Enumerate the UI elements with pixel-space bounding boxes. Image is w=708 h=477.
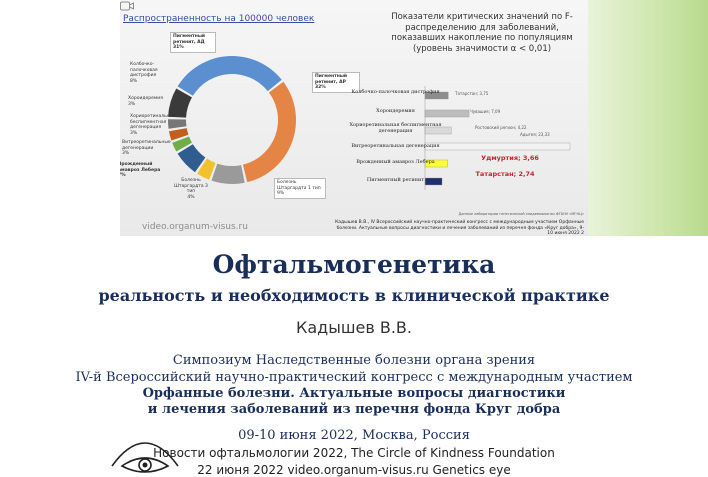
congress-line: IV-й Всероссийский научно-практический к… <box>75 370 633 385</box>
slide-chart-title: Распространенность на 100000 человек <box>123 14 315 24</box>
video-frame-slide[interactable]: Распространенность на 100000 человек Пок… <box>120 0 588 236</box>
slide-chart-subtitle: Показатели критических значений по F-рас… <box>391 12 573 54</box>
slide-footer-author: Кадышев В.В., IV Всероссийский научно-пр… <box>335 220 584 236</box>
news-line: Новости офтальмологии 2022, The Circle o… <box>153 446 555 460</box>
bar-category-lca: Врожденный амавроз Лебера <box>356 159 435 165</box>
donut-slice-0 <box>177 55 282 96</box>
slide-watermark: video.organum-visus.ru <box>142 222 248 232</box>
bar-category-cone-rod: Колбочко-палочковая дистрофия <box>351 89 440 95</box>
bar-category-choroideremia: Хороидеремия <box>376 108 415 114</box>
donut-slice-8 <box>168 88 192 118</box>
conference-title-line-2: и лечения заболеваний из перечня фонда К… <box>147 402 561 417</box>
bar-note-0: Татарстан; 3,75 <box>455 91 489 96</box>
bar-red-note-rp: Татарстан; 2,74 <box>475 170 535 178</box>
bar-category-rp: Пигментный ретинит <box>366 177 425 183</box>
bar-note-3: Адыгея; 23,33 <box>520 132 550 137</box>
conference-title-line-1: Орфанные болезни. Актуальные вопросы диа… <box>142 386 566 401</box>
right-background-gradient <box>588 0 708 236</box>
slice-label-lca: Врожденный амавроз Лебера7% <box>120 162 161 178</box>
donut-slice-4 <box>177 144 206 173</box>
symposium-line: Симпозиум Наследственные болезни органа … <box>172 353 536 368</box>
donut-slice-5 <box>172 136 192 152</box>
donut-chart <box>168 55 571 190</box>
donut-slice-6 <box>169 128 189 141</box>
donut-slice-3 <box>197 158 216 180</box>
page-title: Офтальмогенетика <box>212 250 496 279</box>
news-line-2: 22 июня 2022 video.organum-visus.ru Gene… <box>197 463 511 477</box>
bar-category-choroidal: Хориоретинальная беспигментная дегенерац… <box>349 122 442 134</box>
page-subtitle: реальность и необходимость в клинической… <box>98 286 610 305</box>
bar-category-vitreoretinal: Витреоретинальная дегенерация <box>351 143 440 149</box>
event-date: 09-10 июня 2022, Москва, Россия <box>238 428 470 443</box>
eye-logo-icon <box>111 442 179 473</box>
bar-3 <box>424 142 571 151</box>
video-camera-icon <box>120 1 134 11</box>
bar-note-1: Чувашия; 7,09 <box>470 109 501 114</box>
left-background <box>0 0 120 236</box>
author-name: Кадышев В.В. <box>296 318 412 337</box>
bar-red-note-lca: Удмуртия; 3,66 <box>481 154 539 162</box>
slice-label-choroidal: Хориоретинальная беспигментная дегенерац… <box>130 114 176 136</box>
donut-slice-7 <box>168 119 187 129</box>
bar-note-2: Ростовский регион; 4,22 <box>475 125 527 130</box>
slide-footer-source: Данные лаборатории генетической эпидемио… <box>458 212 584 216</box>
donut-slice-2 <box>211 163 245 185</box>
donut-slice-1 <box>242 81 296 183</box>
